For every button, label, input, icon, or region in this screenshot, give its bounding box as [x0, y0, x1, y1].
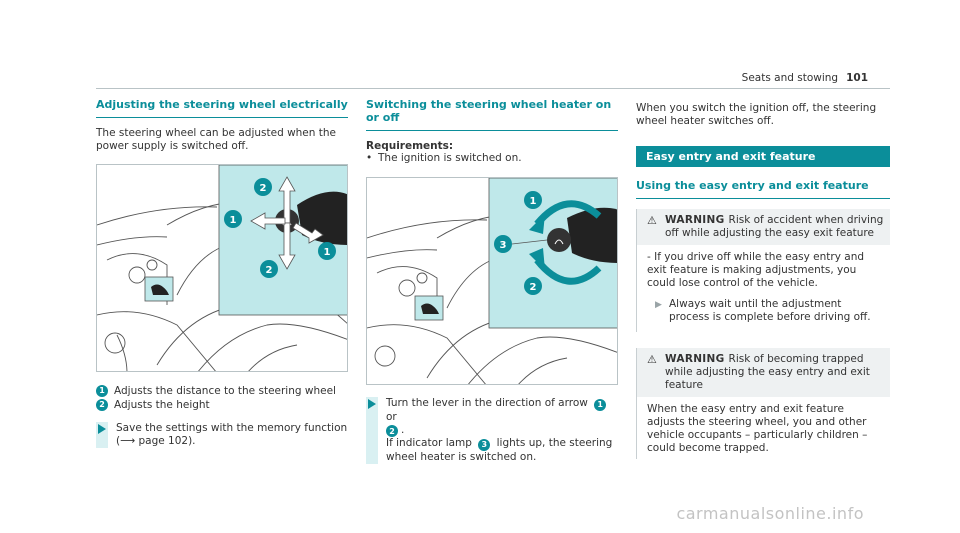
column-heater: Switching the steering wheel heater on o… — [366, 98, 618, 464]
inline-badge: 2 — [386, 425, 398, 437]
heater-step-c: If indicator lamp — [386, 437, 472, 449]
column-steering-adjust: Adjusting the steering wheel electricall… — [96, 98, 348, 448]
running-header: Seats and stowing 101 — [0, 72, 868, 84]
fig2-callout-a: 1 — [530, 196, 537, 207]
heater-step-a: Turn the lever in the direction of arrow — [386, 397, 588, 409]
memory-step-text: Save the settings with the memory functi… — [116, 422, 348, 434]
legend-text: Adjusts the height — [114, 399, 210, 411]
watermark-footer: carmanualsonline.info — [676, 504, 864, 523]
inline-badge: 3 — [478, 438, 491, 451]
page-number: 101 — [846, 72, 868, 84]
figure-heater-lever: 1 3 2 — [366, 177, 618, 385]
fig2-callout-b: 3 — [500, 240, 507, 251]
legend-item: 2 Adjusts the height — [96, 398, 348, 412]
heater-step: Turn the lever in the direction of arrow… — [366, 397, 618, 464]
fig1-callout-a: 2 — [260, 183, 267, 194]
column-easy-entry: When you switch the ignition off, the st… — [636, 98, 890, 459]
heater-step-b-end: . — [401, 423, 405, 436]
fig1-callout-c: 2 — [266, 265, 273, 276]
warning-triangle-icon: ⚠ — [647, 214, 657, 227]
memory-page-link[interactable]: (⟶ page 102). — [116, 435, 196, 447]
requirement-item: • The ignition is switched on. — [366, 152, 618, 165]
legend-badge: 1 — [96, 385, 108, 397]
section-heading-easy-entry: Using the easy entry and exit feature — [636, 179, 890, 199]
figure-steering-adjust: 2 1 2 1 — [96, 164, 348, 372]
section-heading-adjust: Adjusting the steering wheel electricall… — [96, 98, 348, 118]
warning-step: Always wait until the adjustment process… — [669, 298, 871, 323]
legend-list: 1 Adjusts the distance to the steering w… — [96, 384, 348, 412]
legend-item: 1 Adjusts the distance to the steering w… — [96, 384, 348, 398]
requirements-title: Requirements: — [366, 140, 454, 152]
warning-body: When the easy entry and exit feature adj… — [647, 403, 868, 454]
heater-step-c-end: lights up, the steering wheel heater is … — [386, 437, 613, 463]
chapter-banner: Easy entry and exit feature — [636, 146, 890, 167]
warning-body: - If you drive off while the easy entry … — [647, 251, 865, 289]
warning-title: WARNING — [665, 353, 725, 365]
adjust-intro: The steering wheel can be adjusted when … — [96, 127, 336, 152]
warning-headline: Risk of becoming trapped while adjusting… — [665, 353, 870, 391]
legend-badge: 2 — [96, 399, 108, 411]
warning-headline: Risk of accident when driving off while … — [665, 214, 884, 239]
ignition-off-note: When you switch the ignition off, the st… — [636, 102, 877, 127]
heater-step-or: or — [386, 410, 397, 423]
heater-lever-illustration: 1 3 2 — [367, 178, 617, 384]
fig1-callout-d: 1 — [324, 247, 331, 258]
steering-adjust-illustration: 2 1 2 1 — [97, 165, 347, 371]
memory-step: Save the settings with the memory functi… — [96, 422, 348, 448]
inline-badge: 1 — [594, 398, 607, 411]
step-arrow-icon: ▶ — [655, 300, 662, 310]
header-rule — [96, 88, 890, 89]
legend-text: Adjusts the distance to the steering whe… — [114, 385, 336, 397]
requirement-text: The ignition is switched on. — [378, 152, 522, 164]
step-arrow-icon — [96, 422, 108, 448]
warning-triangle-icon: ⚠ — [647, 353, 657, 366]
bullet-icon: • — [366, 152, 373, 164]
warning-title: WARNING — [665, 214, 725, 226]
fig2-callout-c: 2 — [530, 282, 537, 293]
step-arrow-icon — [366, 397, 378, 464]
fig1-callout-b: 1 — [230, 215, 237, 226]
section-heading-heater: Switching the steering wheel heater on o… — [366, 98, 618, 131]
header-section: Seats and stowing — [741, 72, 839, 84]
callout-badges: 2 1 2 1 — [224, 178, 336, 278]
